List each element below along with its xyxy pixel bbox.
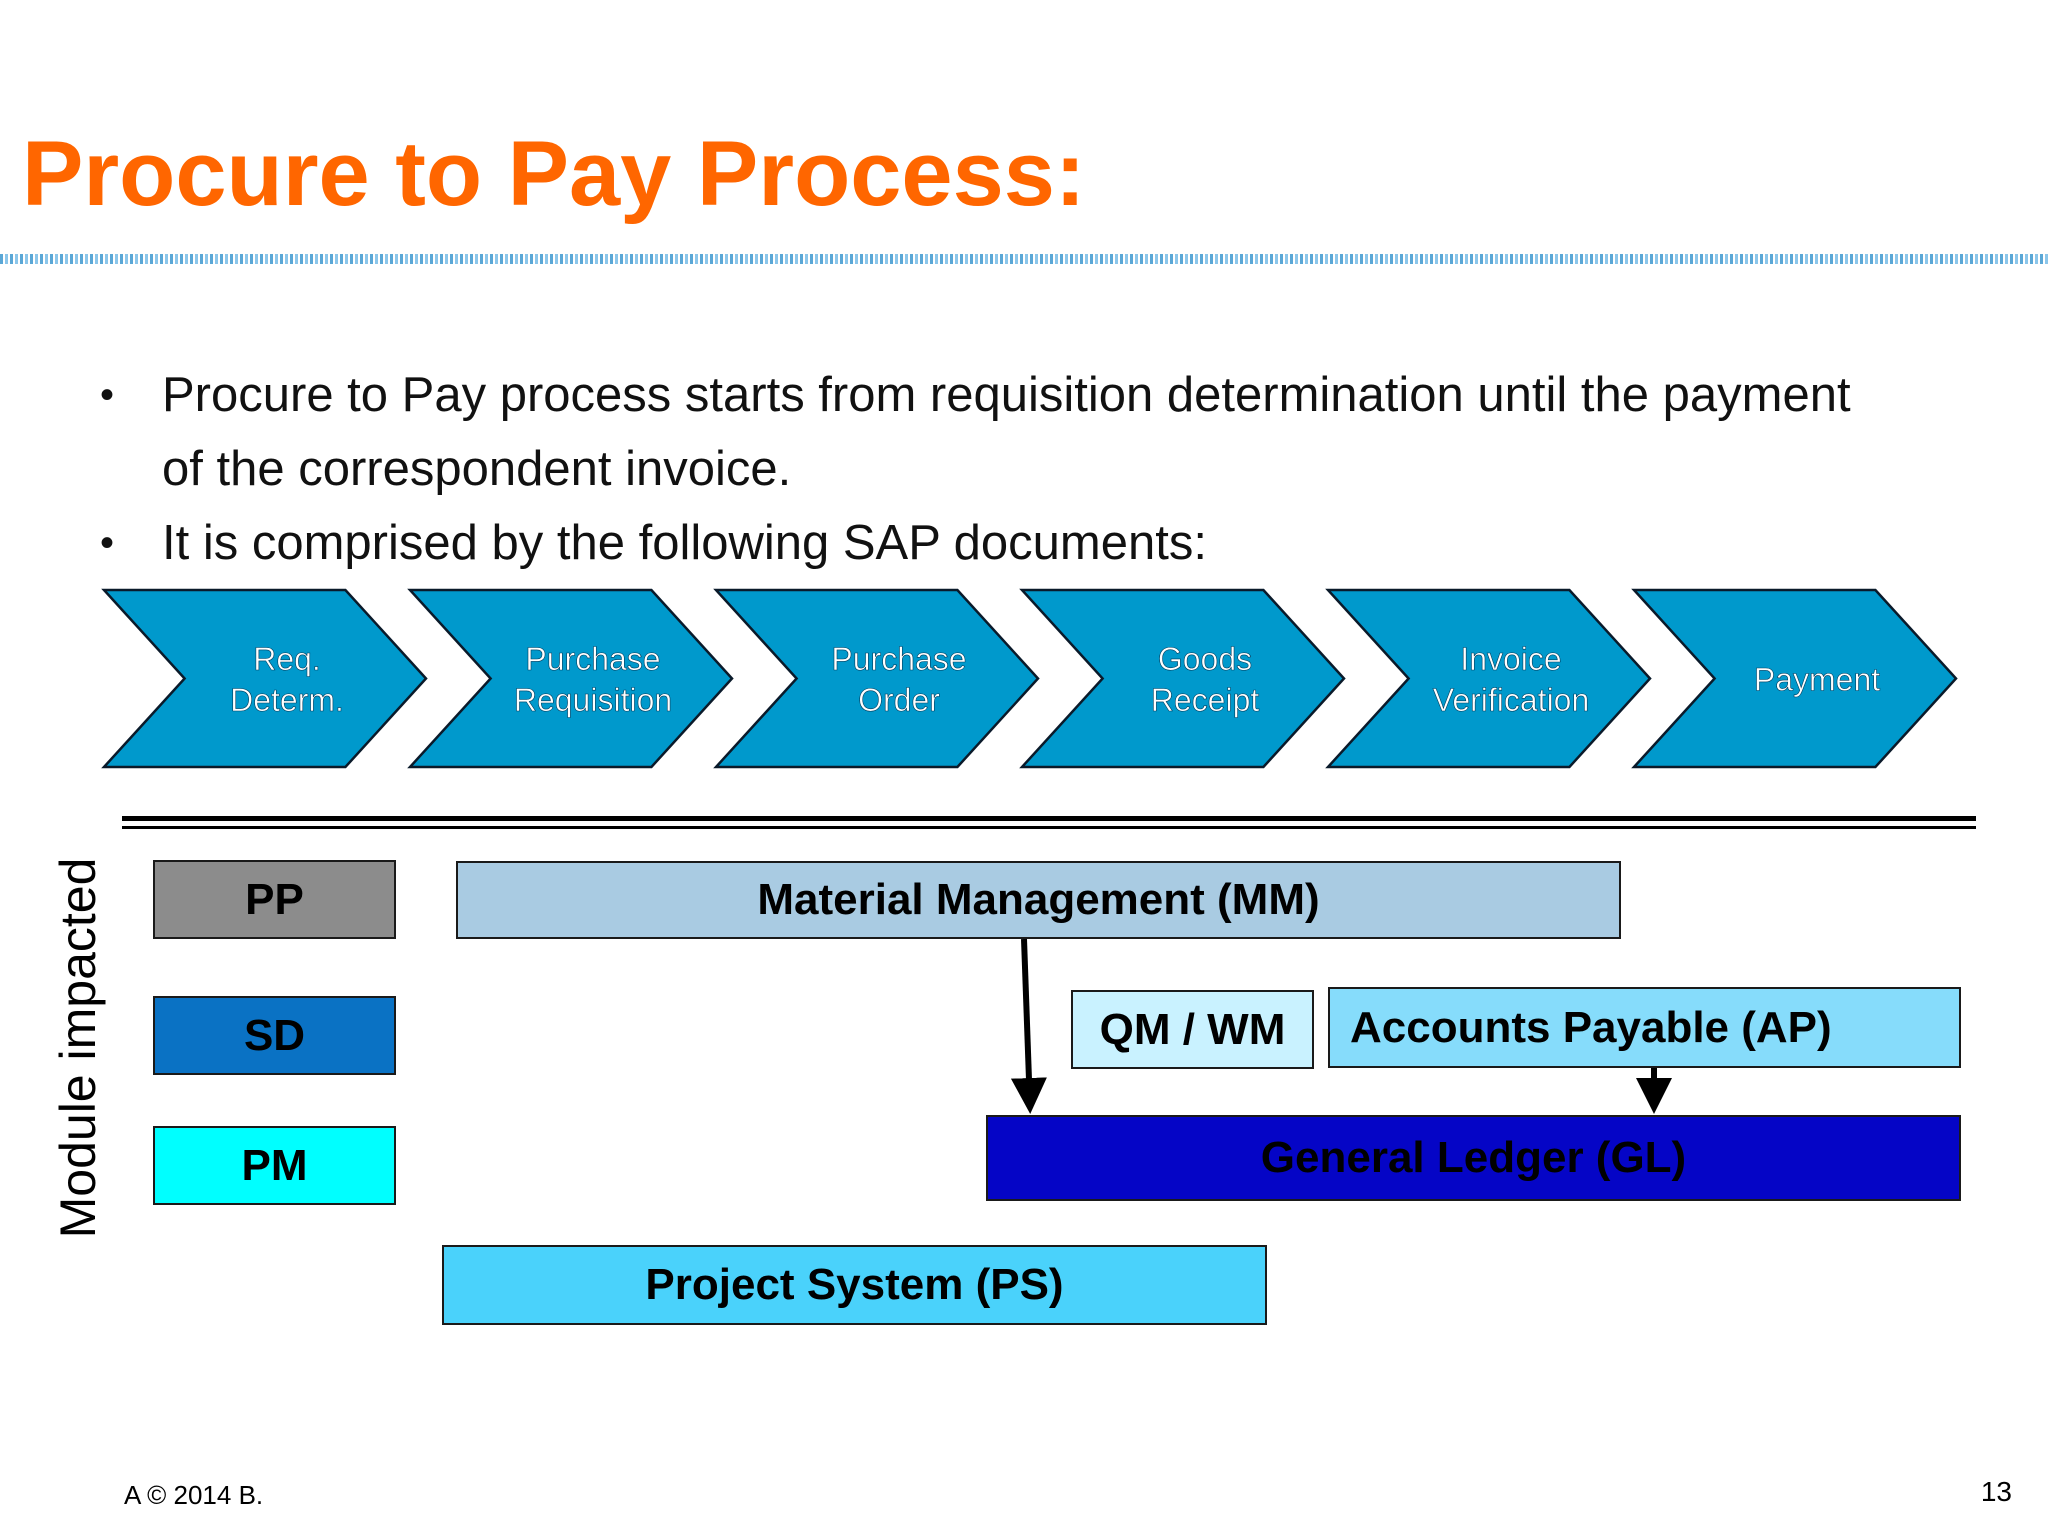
divider-line	[122, 816, 1976, 821]
process-chevron	[1019, 588, 1346, 769]
title-underline-band	[0, 254, 2048, 264]
process-step-label: Invoice	[1460, 641, 1561, 677]
process-step-label: Purchase	[525, 641, 660, 677]
process-step: Payment	[1631, 588, 1958, 769]
page-title: Procure to Pay Process:	[22, 123, 1086, 225]
process-chevron	[713, 588, 1040, 769]
page-number: 13	[1980, 1476, 2012, 1507]
bullet-dot: •	[100, 373, 115, 417]
module-ps: Project System (PS)	[442, 1245, 1267, 1325]
process-step-label: Determ.	[230, 682, 344, 718]
module-pm: PM	[153, 1126, 396, 1205]
process-chevron	[1325, 588, 1652, 769]
process-step: Req. Determ.	[101, 588, 428, 769]
process-chevron	[101, 588, 428, 769]
process-chevron	[1631, 588, 1958, 769]
arrow-mm-to-gl	[1010, 938, 1047, 1114]
bullet-line: of the correspondent invoice.	[162, 442, 792, 496]
process-step-label: Purchase	[831, 641, 966, 677]
process-step-label: Requisition	[514, 682, 672, 718]
module-qm-wm: QM / WM	[1071, 990, 1314, 1069]
bullet-list: • Procure to Pay process starts from req…	[100, 358, 2000, 580]
axis-label: Module impacted	[50, 857, 106, 1239]
bullet-line: It is comprised by the following SAP doc…	[162, 516, 1207, 570]
process-step-label: Req.	[253, 641, 321, 677]
module-gl: General Ledger (GL)	[986, 1115, 1961, 1201]
divider-line	[122, 826, 1976, 829]
module-mm: Material Management (MM)	[456, 861, 1621, 939]
process-step-label: Order	[858, 682, 940, 718]
process-step-label: Receipt	[1151, 682, 1260, 718]
bullet-dot: •	[100, 521, 115, 565]
process-step-label: Payment	[1754, 662, 1880, 698]
process-step-label: Verification	[1433, 682, 1590, 718]
bullet-item: • Procure to Pay process starts from req…	[100, 358, 2000, 506]
module-pp: PP	[153, 860, 396, 939]
process-chevron	[407, 588, 734, 769]
process-step-label: Goods	[1158, 641, 1252, 677]
module-sd: SD	[153, 996, 396, 1075]
module-ap: Accounts Payable (AP)	[1328, 987, 1961, 1068]
bullet-item: • It is comprised by the following SAP d…	[100, 506, 2000, 580]
footer-copyright: A © 2014 B.	[124, 1480, 264, 1510]
bullet-line: Procure to Pay process starts from requi…	[162, 368, 1851, 422]
